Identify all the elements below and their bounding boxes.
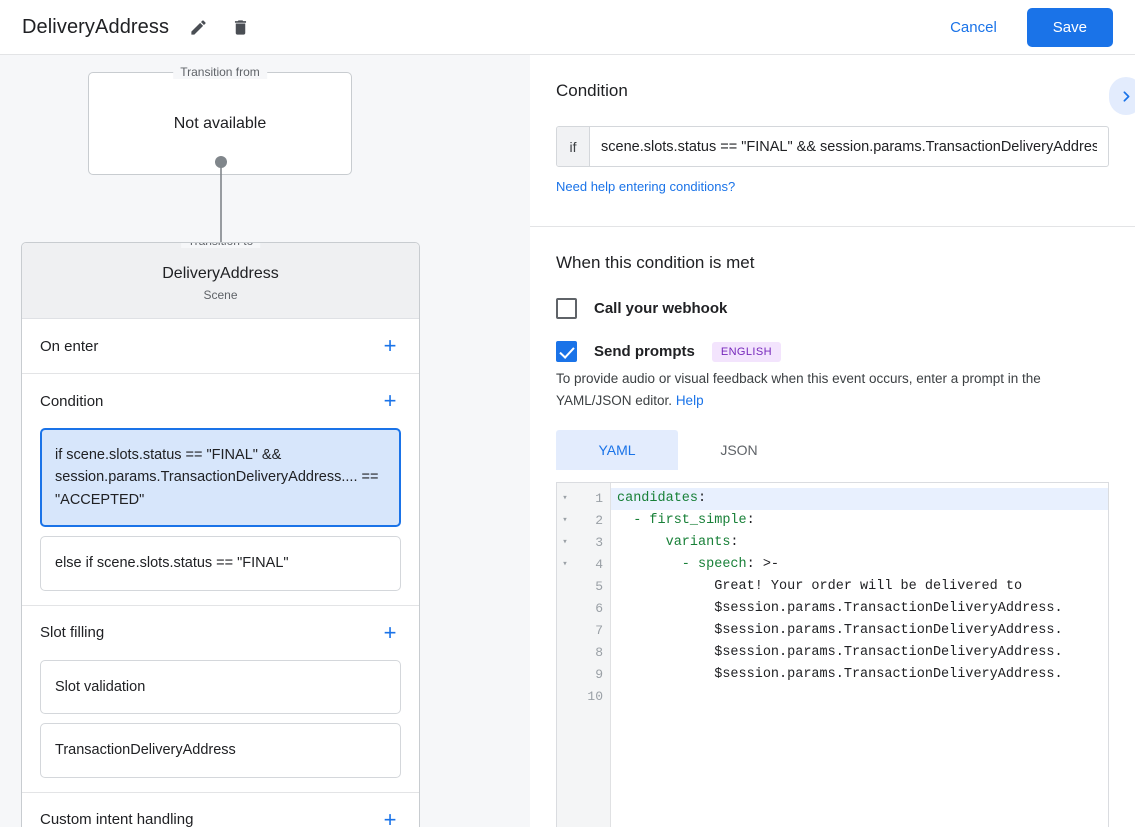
fold-arrow-icon[interactable]: ▾ <box>562 559 568 570</box>
section-label-custom-intent-handling: Custom intent handling <box>40 811 194 827</box>
editor-line-number: 10 <box>557 686 610 708</box>
right-panel: Condition if Need help entering conditio… <box>530 55 1135 827</box>
line-number: 3 <box>595 535 603 551</box>
add-custom-intent-icon[interactable]: + <box>383 806 397 827</box>
transition-to-legend: Transition to <box>180 242 261 248</box>
trash-icon[interactable] <box>227 14 253 40</box>
section-label-on-enter: On enter <box>40 337 99 355</box>
editor-line-number: 7 <box>557 620 610 642</box>
save-button[interactable]: Save <box>1026 7 1113 47</box>
editor-code-line: $session.params.TransactionDeliveryAddre… <box>617 622 1063 638</box>
editor-code-line: - speech: >- <box>617 556 780 572</box>
editor-code-line: $session.params.TransactionDeliveryAddre… <box>617 666 1063 682</box>
editor-line-number: ▾3 <box>557 532 610 554</box>
section-custom-intent-handling: Custom intent handling + <box>22 793 419 827</box>
section-label-slot-filling: Slot filling <box>40 624 105 642</box>
editor-line-number: 8 <box>557 642 610 664</box>
transition-from-legend: Transition from <box>173 65 267 79</box>
call-webhook-checkbox[interactable] <box>556 298 577 319</box>
cancel-button[interactable]: Cancel <box>936 11 1011 44</box>
section-slot-filling: Slot filling + Slot validation Transacti… <box>22 606 419 793</box>
line-number: 4 <box>595 557 603 573</box>
left-panel: Transition from Not available Transition… <box>0 55 530 827</box>
prompts-description-text: To provide audio or visual feedback when… <box>556 371 1041 408</box>
transition-from-value: Not available <box>173 114 267 132</box>
when-condition-met-title: When this condition is met <box>556 253 755 272</box>
line-number: 9 <box>595 667 603 683</box>
line-number: 7 <box>595 623 603 639</box>
page-title: DeliveryAddress <box>22 15 170 38</box>
line-number: 10 <box>587 689 603 705</box>
condition-section: Condition if Need help entering conditio… <box>530 55 1135 227</box>
list-item[interactable]: else if scene.slots.status == "FINAL" <box>40 536 401 591</box>
add-slot-filling-icon[interactable]: + <box>383 619 397 645</box>
add-condition-icon[interactable]: + <box>383 388 397 413</box>
add-on-enter-icon[interactable]: + <box>383 333 397 358</box>
line-number: 8 <box>595 645 603 661</box>
editor-line-number: 5 <box>557 576 610 598</box>
editor-code-line: variants: <box>617 534 739 550</box>
editor-code-line <box>611 686 1108 708</box>
tab-yaml[interactable]: YAML <box>556 429 678 470</box>
condition-help-link[interactable]: Need help entering conditions? <box>556 179 736 194</box>
list-item[interactable]: Slot validation <box>40 659 401 715</box>
condition-field: if <box>556 126 1109 167</box>
top-bar: DeliveryAddress Cancel Save <box>0 0 1135 55</box>
editor-tabs: YAML JSON <box>556 429 1109 470</box>
editor-code-line: $session.params.TransactionDeliveryAddre… <box>617 600 1063 616</box>
section-header-slot-filling[interactable]: Slot filling + <box>22 606 419 660</box>
section-on-enter: On enter + <box>22 319 419 374</box>
fold-arrow-icon[interactable]: ▾ <box>562 515 568 526</box>
condition-list: if scene.slots.status == "FINAL" && sess… <box>22 428 419 605</box>
slot-filling-list: Slot validation TransactionDeliveryAddre… <box>22 659 419 792</box>
main-body: Transition from Not available Transition… <box>0 55 1135 827</box>
editor-line-number: 6 <box>557 598 610 620</box>
editor-line-number: ▾1 <box>557 488 610 510</box>
editor-code-line: Great! Your order will be delivered to <box>617 578 1023 594</box>
transition-to-header: Transition to DeliveryAddress Scene <box>22 242 419 319</box>
language-badge: ENGLISH <box>711 341 781 362</box>
editor-code-line: - first_simple: <box>617 512 755 528</box>
editor-line-number: ▾4 <box>557 554 610 576</box>
condition-if-label: if <box>557 127 590 166</box>
send-prompts-label: Send prompts <box>594 343 695 360</box>
editor-code-line: candidates: <box>611 487 1108 510</box>
when-condition-met-section: When this condition is met Call your web… <box>530 227 1135 827</box>
editor-code-line: $session.params.TransactionDeliveryAddre… <box>617 644 1063 660</box>
condition-input[interactable] <box>590 127 1108 166</box>
editor-line-number: ▾2 <box>557 510 610 532</box>
send-prompts-checkbox[interactable] <box>556 341 577 362</box>
webhook-row: Call your webhook <box>556 298 1109 319</box>
line-number: 1 <box>595 491 603 507</box>
scene-type: Scene <box>203 288 238 302</box>
section-condition: Condition + if scene.slots.status == "FI… <box>22 374 419 606</box>
line-number: 6 <box>595 601 603 617</box>
fold-arrow-icon[interactable]: ▾ <box>562 493 568 504</box>
section-header-on-enter[interactable]: On enter + <box>22 319 419 373</box>
prompts-help-link[interactable]: Help <box>675 392 704 408</box>
scene-card: Transition to DeliveryAddress Scene On e… <box>21 242 420 827</box>
section-header-condition[interactable]: Condition + <box>22 374 419 428</box>
prompts-description: To provide audio or visual feedback when… <box>556 368 1109 412</box>
top-bar-actions: Cancel Save <box>936 7 1113 47</box>
list-item[interactable]: if scene.slots.status == "FINAL" && sess… <box>40 428 401 528</box>
pencil-icon[interactable] <box>185 14 211 40</box>
call-webhook-label: Call your webhook <box>594 300 728 317</box>
line-number: 5 <box>595 579 603 595</box>
tab-json[interactable]: JSON <box>720 441 758 458</box>
fold-arrow-icon[interactable]: ▾ <box>562 537 568 548</box>
chevron-right-icon[interactable] <box>1109 77 1135 115</box>
editor-code[interactable]: candidates: - first_simple: variants: - … <box>611 483 1108 827</box>
line-number: 2 <box>595 513 603 529</box>
scene-name: DeliveryAddress <box>162 265 279 282</box>
list-item[interactable]: TransactionDeliveryAddress <box>40 723 401 778</box>
condition-title: Condition <box>556 81 628 100</box>
send-prompts-row: Send prompts ENGLISH <box>556 341 1109 362</box>
section-header-custom-intent-handling[interactable]: Custom intent handling + <box>22 793 419 827</box>
section-label-condition: Condition <box>40 392 104 410</box>
editor-line-number: 9 <box>557 664 610 686</box>
